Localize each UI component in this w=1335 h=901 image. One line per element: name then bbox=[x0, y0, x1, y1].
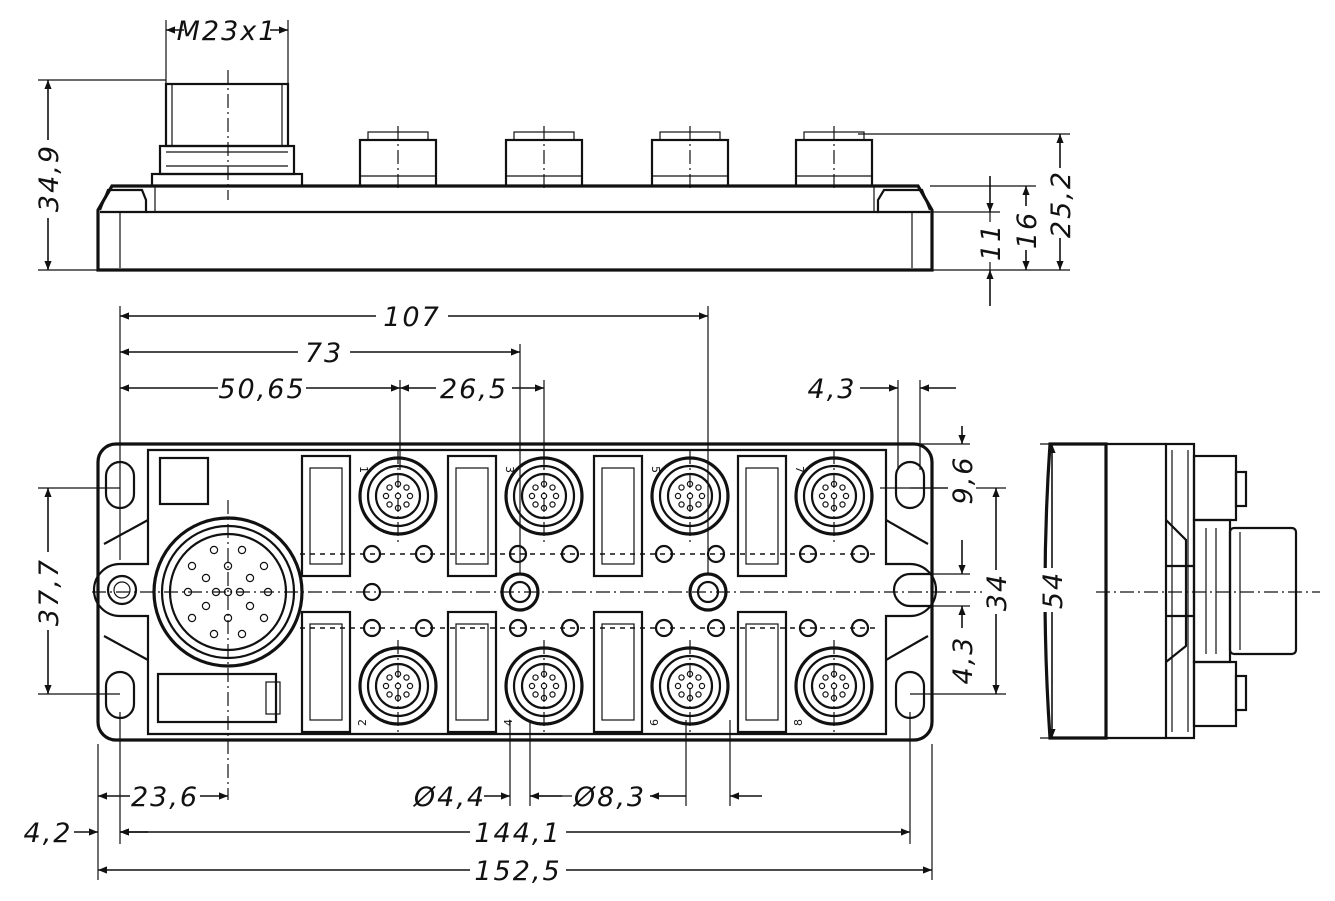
dim-height-16-label: 16 bbox=[1012, 211, 1043, 249]
dim-width-144-1-label: 144,1 bbox=[474, 818, 561, 849]
label-slot bbox=[300, 610, 352, 734]
port-number-7: 7 bbox=[793, 466, 806, 473]
m12-connector-side-2 bbox=[504, 126, 584, 190]
dim-thread-label: M23x1 bbox=[177, 16, 278, 47]
dim-height-34-label: 34 bbox=[982, 573, 1013, 611]
dim-offset-4-3-right-label: 4,3 bbox=[948, 636, 979, 685]
label-strip bbox=[156, 672, 278, 724]
port-number-6: 6 bbox=[648, 719, 661, 726]
m12-port-6 bbox=[650, 640, 730, 732]
dim-offset-4-3-top-label: 4,3 bbox=[808, 374, 857, 405]
label-slot bbox=[736, 610, 788, 734]
m23-pin bbox=[237, 629, 247, 639]
port-number-2: 2 bbox=[356, 719, 369, 726]
mounting-slots bbox=[104, 460, 932, 720]
label-slot bbox=[592, 610, 644, 734]
dim-height-37-7-label: 37,7 bbox=[34, 558, 65, 626]
m23-pin bbox=[223, 561, 233, 571]
side-view: M23x1 34,9 25,2 16 11 bbox=[32, 16, 1077, 306]
m12-connector-side-1 bbox=[358, 126, 438, 190]
dim-width-107-label: 107 bbox=[383, 302, 441, 333]
m12-connector-side-3 bbox=[650, 126, 730, 190]
m12-connector-side-4 bbox=[794, 126, 874, 190]
m12-port-array bbox=[300, 450, 880, 734]
end-view: 54 bbox=[1038, 442, 1320, 740]
dim-width-73-label: 73 bbox=[305, 338, 343, 369]
port-number-3: 3 bbox=[503, 466, 516, 473]
dim-width-152-5-label: 152,5 bbox=[474, 856, 561, 887]
m12-port-5 bbox=[650, 450, 730, 542]
m23-pin bbox=[245, 573, 255, 583]
dim-pitch-26-5-label: 26,5 bbox=[440, 374, 508, 405]
m12-connectors-side bbox=[358, 126, 874, 190]
label-slot bbox=[446, 610, 498, 734]
port-number-4: 4 bbox=[502, 719, 515, 726]
m23-pin bbox=[237, 545, 247, 555]
dim-height-25-2-label: 25,2 bbox=[1046, 170, 1077, 238]
m23-connector-side bbox=[150, 70, 304, 200]
m23-pin bbox=[209, 629, 219, 639]
label-field bbox=[158, 456, 210, 506]
m23-pin bbox=[201, 573, 211, 583]
dim-offset-23-6-label: 23,6 bbox=[131, 782, 199, 813]
m23-pin bbox=[187, 613, 197, 623]
side-view-body bbox=[96, 184, 934, 272]
port-number-5: 5 bbox=[649, 466, 662, 473]
label-slot bbox=[736, 454, 788, 578]
dim-total-height-label: 34,9 bbox=[34, 144, 65, 212]
port-numbers: 1 2 3 4 5 6 7 8 bbox=[356, 466, 806, 726]
m23-pin bbox=[209, 545, 219, 555]
port-number-1: 1 bbox=[357, 466, 370, 473]
port-number-8: 8 bbox=[792, 719, 805, 726]
m23-pin bbox=[201, 601, 211, 611]
dim-height-11-label: 11 bbox=[976, 223, 1007, 261]
top-view: 1 2 3 4 5 6 7 8 107 73 50,65 2 bbox=[22, 300, 1013, 887]
dim-hole-dia-4-4-label: Ø4,4 bbox=[413, 782, 486, 813]
m23-pin bbox=[245, 601, 255, 611]
m12-port-7 bbox=[794, 450, 874, 542]
label-slot bbox=[300, 454, 352, 578]
label-slot bbox=[446, 454, 498, 578]
dim-hole-dia-8-3-label: Ø8,3 bbox=[573, 782, 646, 813]
m23-pin bbox=[259, 613, 269, 623]
m12-port-2 bbox=[358, 640, 438, 732]
m12-port-1 bbox=[358, 450, 438, 542]
m12-port-4 bbox=[504, 640, 584, 732]
dim-margin-4-2-label: 4,2 bbox=[24, 818, 73, 849]
m23-pin bbox=[187, 561, 197, 571]
dim-offset-9-6-label: 9,6 bbox=[948, 456, 979, 505]
label-slot bbox=[592, 454, 644, 578]
m23-pin bbox=[259, 561, 269, 571]
m12-port-8 bbox=[794, 640, 874, 732]
dim-width-50-65-label: 50,65 bbox=[218, 374, 305, 405]
dim-height-54-label: 54 bbox=[1038, 571, 1069, 609]
